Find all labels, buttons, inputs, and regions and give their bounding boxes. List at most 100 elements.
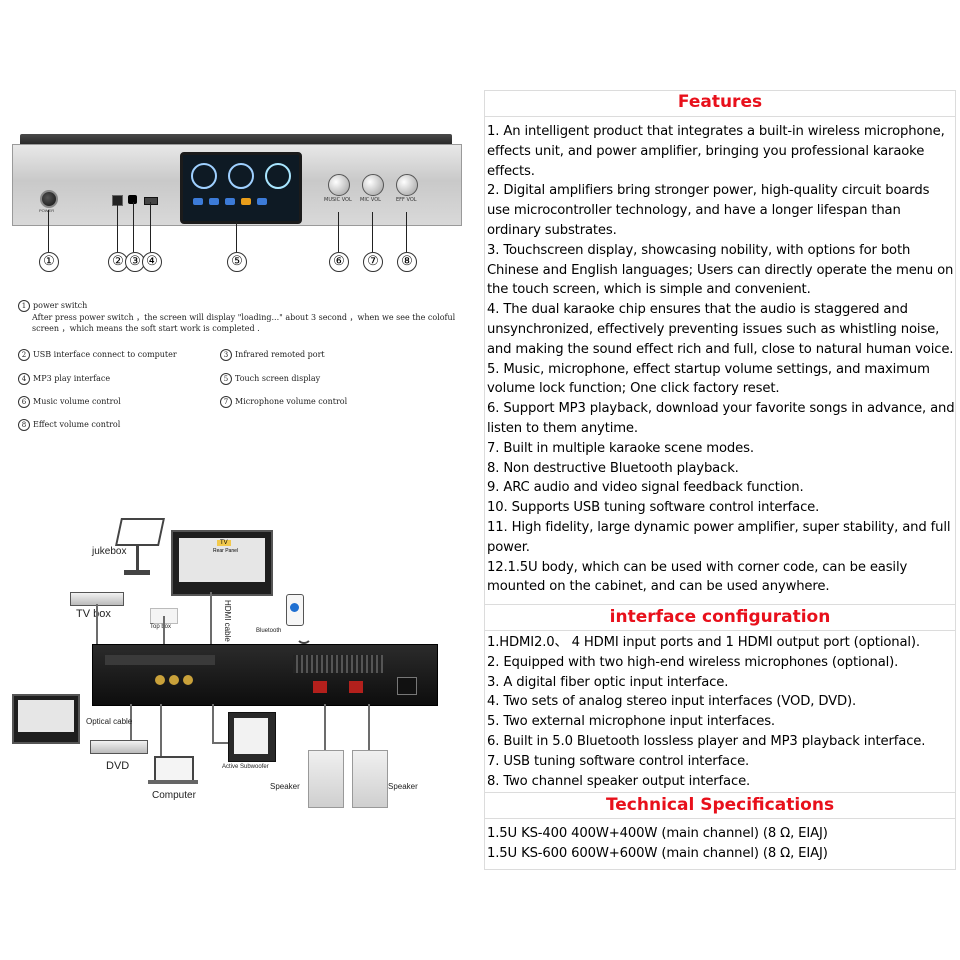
list-item: 8. Non destructive Bluetooth playback.	[487, 460, 739, 476]
front-panel-illustration: POWER MUSIC VOL MIC VOL EFF VOL	[12, 134, 462, 234]
cable	[212, 704, 214, 742]
callout-line	[133, 202, 134, 252]
music-vol-label: MUSIC VOL	[324, 197, 352, 203]
specs-list: 1.5U KS-400 400W+400W (main channel) (8 …	[487, 824, 955, 864]
wireless-waves-icon	[296, 628, 312, 644]
speaker-left-icon	[308, 750, 344, 808]
list-item: 4. The dual karaoke chip ensures that th…	[487, 302, 954, 357]
music-dial-icon	[191, 163, 217, 189]
top-box-label: Top box	[150, 624, 172, 630]
jukebox-icon	[115, 518, 165, 546]
list-item: 4. Two sets of analog stereo input inter…	[487, 694, 857, 710]
list-item: 6. Support MP3 playback, download your f…	[487, 401, 955, 436]
mic-vol-label: MIC VOL	[360, 197, 381, 203]
cable	[212, 742, 228, 744]
rear-connector-strip	[105, 655, 215, 665]
list-item: 6. Built in 5.0 Bluetooth lossless playe…	[487, 733, 926, 749]
subwoofer-label: Active Subwoofer	[222, 764, 269, 770]
callout-1: ①	[39, 252, 59, 272]
list-item: 7. USB tuning software control interface…	[487, 753, 750, 769]
cable	[160, 704, 162, 756]
callout-line	[117, 202, 118, 252]
speaker-terminal-icon	[313, 681, 327, 693]
rca-input-icon	[183, 675, 193, 685]
list-item: 1.HDMI2.0、 4 HDMI input ports and 1 HDMI…	[487, 635, 920, 650]
screen-button-icon	[193, 198, 203, 205]
mic-volume-knob	[362, 174, 384, 196]
screen-button-icon	[257, 198, 267, 205]
callout-line	[150, 202, 151, 252]
touch-screen	[180, 152, 302, 224]
list-item: 2. Digital amplifiers bring stronger pow…	[487, 183, 930, 238]
cable	[96, 604, 98, 644]
music-volume-knob	[328, 174, 350, 196]
interface-title: interface configuration	[609, 607, 831, 627]
speaker-left-label: Speaker	[270, 782, 300, 791]
bluetooth-icon	[290, 603, 299, 612]
tv-top-icon: TV Rear Panel	[171, 530, 273, 596]
specs-box	[484, 818, 956, 870]
tv-left-icon	[12, 694, 80, 744]
mic-dial-icon	[228, 163, 254, 189]
tv-left-screen	[18, 700, 74, 732]
callout-4: ④	[142, 252, 162, 272]
list-item: 1.5U KS-400 400W+400W (main channel) (8 …	[487, 826, 828, 841]
dvd-label: DVD	[106, 760, 130, 772]
jukebox-stand	[136, 544, 139, 570]
interface-list: 1.HDMI2.0、 4 HDMI input ports and 1 HDMI…	[487, 633, 955, 791]
bluetooth-label: Bluetooth	[256, 628, 282, 634]
chassis-top	[20, 134, 452, 146]
tv-rear-panel-screen: TV Rear Panel	[179, 538, 265, 582]
jukebox-base	[124, 570, 150, 575]
cable	[324, 704, 326, 750]
list-item: 8. Two channel speaker output interface.	[487, 773, 751, 789]
features-list: 1. An intelligent product that integrate…	[487, 122, 955, 597]
cable	[163, 616, 165, 644]
list-item: 10. Supports USB tuning software control…	[487, 500, 820, 516]
legend-power-desc: After press power switch ，the screen wil…	[32, 313, 456, 333]
subwoofer-face	[234, 718, 268, 754]
cable	[210, 592, 212, 644]
computer-label: Computer	[152, 790, 196, 801]
callout-line	[338, 212, 339, 252]
list-item: 2. Equipped with two high-end wireless m…	[487, 654, 899, 670]
jukebox-label: jukebox	[92, 546, 127, 557]
rca-input-icon	[169, 675, 179, 685]
list-item: 3. A digital fiber optic input interface…	[487, 674, 729, 690]
screen-button-icon	[241, 198, 251, 205]
rear-panel-label: Rear Panel	[213, 548, 239, 554]
eff-vol-label: EFF VOL	[396, 197, 417, 203]
cable	[368, 704, 370, 750]
callout-line	[236, 222, 237, 252]
list-item: 5. Two external microphone input interfa…	[487, 714, 775, 730]
speaker-terminal-icon	[349, 681, 363, 693]
subwoofer-icon	[228, 712, 276, 762]
laptop-icon	[154, 756, 194, 782]
effect-dial-icon	[265, 163, 291, 189]
ir-port-icon	[128, 195, 137, 204]
callout-line	[48, 210, 49, 252]
vent-grille	[293, 655, 383, 673]
screen-button-icon	[209, 198, 219, 205]
callout-6: ⑥	[329, 252, 349, 272]
dvd-player-icon	[90, 740, 148, 754]
phone-icon	[286, 594, 304, 626]
specs-title: Technical Specifications	[605, 795, 835, 815]
rca-input-icon	[155, 675, 165, 685]
tv-box-label: TV box	[76, 608, 111, 620]
callout-8: ⑧	[397, 252, 417, 272]
list-item: 11. High fidelity, large dynamic power a…	[487, 519, 951, 555]
mp3-port-icon	[144, 197, 158, 205]
callout-5: ⑤	[227, 252, 247, 272]
callout-7: ⑦	[363, 252, 383, 272]
hdmi-cable-label: HDMI cable	[223, 600, 232, 642]
amplifier-rear-panel	[92, 644, 438, 706]
